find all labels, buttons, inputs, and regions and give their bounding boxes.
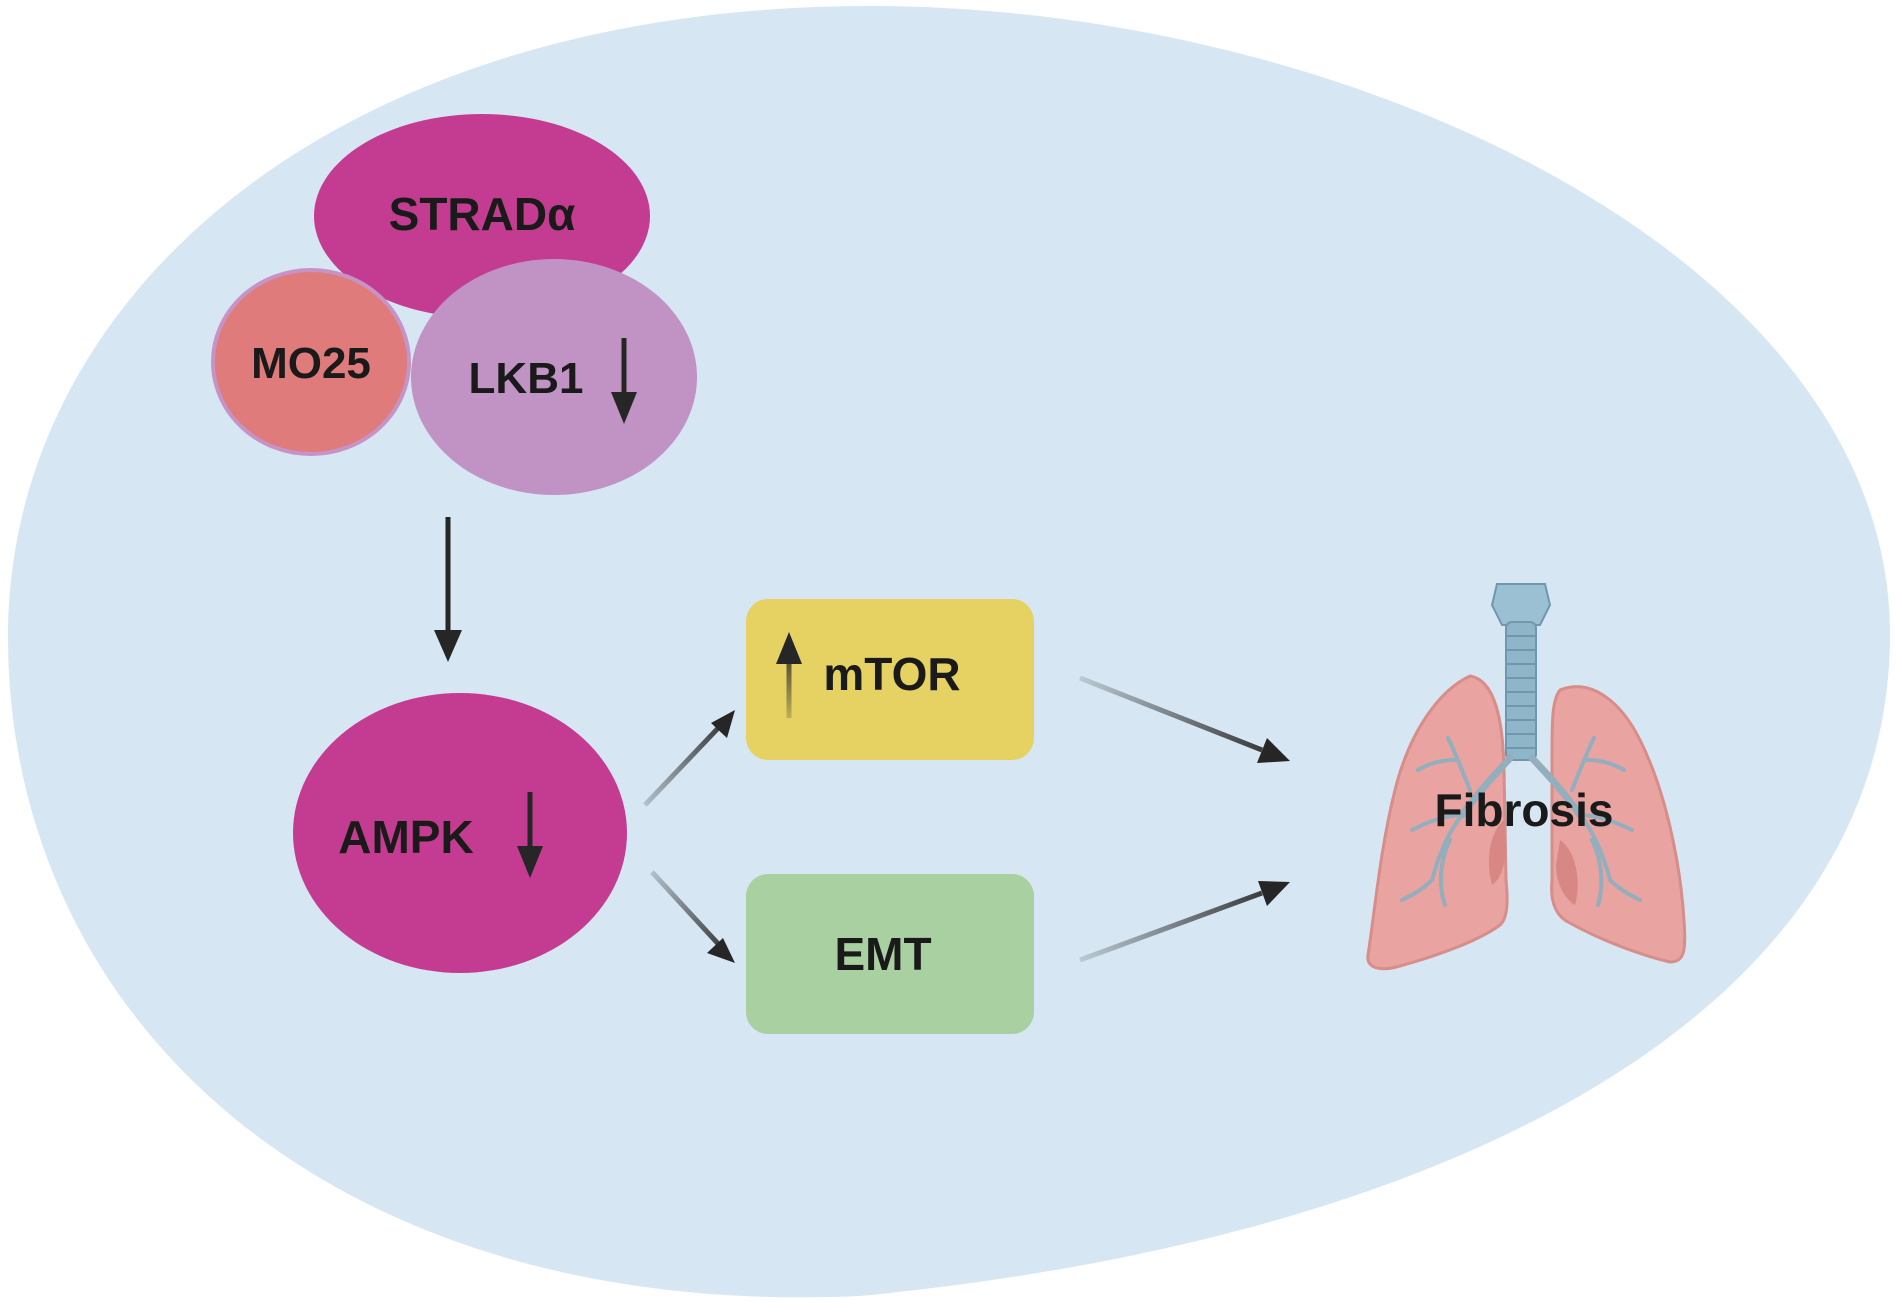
strad-label: STRADα — [389, 188, 576, 240]
emt-box: EMT — [746, 874, 1034, 1034]
ampk-label: AMPK — [338, 811, 473, 863]
ampk-node: AMPK — [293, 693, 627, 973]
lkb1-down-arrow-icon — [611, 338, 637, 424]
mo25-node: MO25 — [211, 268, 411, 456]
mo25-label: MO25 — [251, 339, 371, 388]
arrow-mtor-to-fibrosis — [1079, 675, 1290, 763]
arrow-ampk-to-emt — [650, 870, 735, 963]
lkb1-node: LKB1 — [411, 259, 697, 495]
ampk-down-arrow-icon — [517, 792, 543, 878]
lkb1-label: LKB1 — [469, 354, 584, 403]
mtor-label: mTOR — [823, 648, 960, 700]
emt-label: EMT — [834, 928, 931, 980]
arrow-ampk-to-mtor — [643, 710, 735, 807]
lung-icon: Fibrosis — [1366, 583, 1687, 971]
mtor-up-arrow-icon — [776, 632, 802, 718]
fibrosis-label: Fibrosis — [1435, 784, 1614, 836]
arrow-emt-to-fibrosis — [1079, 881, 1290, 963]
mtor-box: mTOR — [746, 599, 1034, 760]
arrow-lkb1-to-ampk — [434, 517, 462, 662]
